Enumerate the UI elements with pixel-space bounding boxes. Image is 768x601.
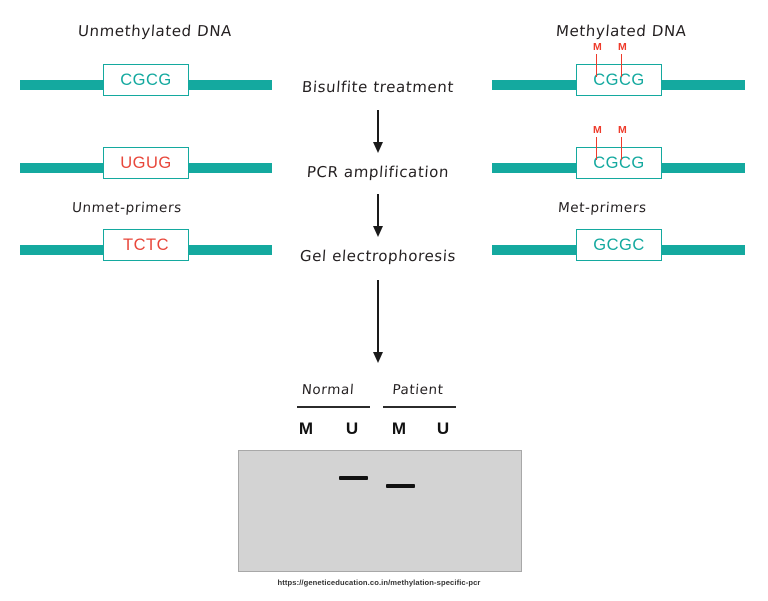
- gel-lane-label-normal-m: M: [298, 419, 314, 438]
- sequence-text: CGCG: [593, 70, 645, 89]
- sequence-text: GCGC: [593, 235, 645, 254]
- left-strand-row-3: TCTC: [20, 229, 272, 271]
- sequence-text: TCTC: [123, 235, 169, 254]
- pipeline-arrow-3-line: [377, 280, 379, 358]
- methyl-mark-2: M: [618, 124, 627, 136]
- sequence-box: CGCG: [576, 147, 662, 179]
- methyl-stem-1: [596, 137, 598, 160]
- pipeline-step-pcr: PCR amplification: [306, 163, 450, 181]
- gel-band-patient-m: [386, 484, 415, 488]
- gel-group-rule-patient: [383, 406, 456, 408]
- pipeline-arrow-1-head: [372, 142, 383, 153]
- pipeline-arrow-2-line: [377, 194, 379, 232]
- gel-group-label-patient: Patient: [391, 382, 445, 398]
- gel-lane-label-patient-m: M: [391, 419, 407, 438]
- sequence-box: TCTC: [103, 229, 189, 261]
- sequence-box: UGUG: [103, 147, 189, 179]
- gel-band-normal-u: [339, 476, 368, 480]
- pipeline-arrow-3-head: [372, 352, 383, 363]
- right-strand-row-2: CGCG M M: [492, 125, 745, 189]
- left-strand-row-2: UGUG: [20, 147, 272, 189]
- gel-group-label-normal: Normal: [301, 382, 355, 398]
- pipeline-step-gel: Gel electrophoresis: [299, 247, 457, 265]
- pipeline-step-bisulfite: Bisulfite treatment: [301, 78, 455, 96]
- source-url: https://geneticeducation.co.in/methylati…: [277, 578, 481, 587]
- sequence-text: CGCG: [593, 153, 645, 172]
- right-column-heading: Methylated DNA: [555, 22, 688, 40]
- methyl-mark-2: M: [618, 41, 627, 53]
- methyl-stem-2: [621, 137, 623, 160]
- methyl-mark-1: M: [593, 124, 602, 136]
- sequence-text: CGCG: [120, 70, 172, 89]
- unmet-primers-label: Unmet-primers: [71, 200, 183, 216]
- pipeline-arrow-2-head: [372, 226, 383, 237]
- met-primers-label: Met-primers: [557, 200, 648, 216]
- sequence-box: CGCG: [576, 64, 662, 96]
- right-strand-row-3: GCGC: [492, 229, 745, 271]
- pipeline-arrow-1-line: [377, 110, 379, 148]
- left-strand-row-1: CGCG: [20, 64, 272, 106]
- right-strand-row-1: CGCG M M: [492, 42, 745, 106]
- gel-group-rule-normal: [297, 406, 370, 408]
- gel-lane-label-normal-u: U: [345, 419, 359, 438]
- methyl-mark-1: M: [593, 41, 602, 53]
- gel-lane-label-patient-u: U: [436, 419, 450, 438]
- sequence-box: CGCG: [103, 64, 189, 96]
- methyl-stem-1: [596, 54, 598, 77]
- gel-image: [238, 450, 522, 572]
- left-column-heading: Unmethylated DNA: [77, 22, 233, 40]
- sequence-box: GCGC: [576, 229, 662, 261]
- sequence-text: UGUG: [120, 153, 172, 172]
- methyl-stem-2: [621, 54, 623, 77]
